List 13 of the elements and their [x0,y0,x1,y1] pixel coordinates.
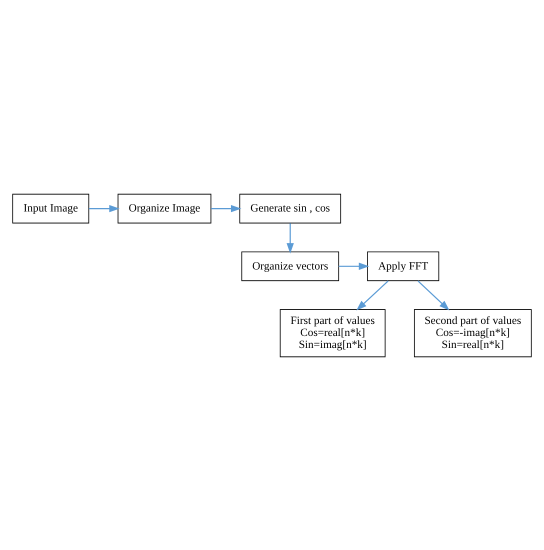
node-box: Generate sin , cos [239,193,342,223]
arrow [88,204,120,212]
arrow [418,280,450,310]
node-box: Organize Image [118,193,212,223]
node-box: Apply FFT [367,250,440,281]
node-box: First part of values Cos=real[n*k] Sin=imag[n*k] [280,308,386,357]
node-box: Organize vectors [241,250,340,281]
node-box: Input Image [12,193,90,223]
arrow [211,204,242,212]
arrow [356,280,389,310]
arrow [338,262,370,270]
arrow [286,222,294,254]
node-box: Second part of values Cos=-imag[n*k] Sin=real[n*k] [414,308,532,357]
